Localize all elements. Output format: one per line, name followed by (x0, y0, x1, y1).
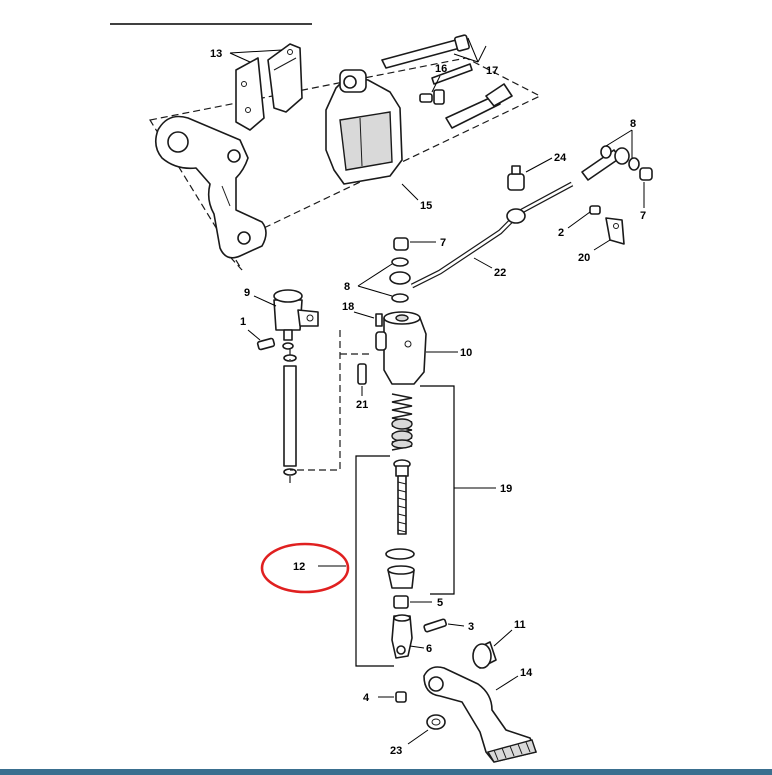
master-cylinder-banjo (389, 237, 411, 303)
leader-2 (567, 211, 591, 229)
leader-11 (493, 629, 513, 647)
leader-17b (467, 37, 479, 63)
caliper-mounting-bracket (154, 115, 267, 259)
pivot-nut (395, 691, 407, 703)
leader-15 (401, 183, 419, 201)
pushrod-group-bracket (355, 455, 394, 667)
leader-17c (477, 45, 487, 63)
bleeder-valve (419, 89, 445, 105)
highlight-circle-12 (260, 542, 350, 594)
leader-8b-1 (357, 263, 393, 287)
dust-boot (387, 565, 415, 589)
callout-3: 3 (468, 621, 474, 633)
callout-12: 12 (293, 561, 305, 573)
brake-light-switch (507, 165, 525, 191)
callout-4: 4 (363, 692, 370, 704)
window-bottom-bar (0, 769, 772, 775)
callout-6: 6 (426, 643, 432, 655)
snap-ring (385, 548, 415, 560)
banjo-fitting-upper (581, 145, 653, 181)
callout-11: 11 (514, 619, 526, 631)
leader-8b-2 (357, 285, 393, 297)
leader-22 (473, 257, 493, 269)
leader-16 (431, 75, 441, 93)
callout-8-center: 8 (344, 281, 350, 293)
callout-8-upper: 8 (630, 118, 636, 130)
callout-7-center: 7 (440, 237, 446, 249)
callout-20: 20 (578, 252, 590, 264)
pedal-bushing (472, 641, 497, 669)
leader-13b (229, 49, 283, 54)
callout-15: 15 (420, 200, 432, 212)
callout-23: 23 (390, 745, 402, 757)
callout-18: 18 (342, 301, 354, 313)
callout-7-right: 7 (640, 210, 646, 222)
brake-line (410, 181, 574, 289)
reservoir-hose (283, 348, 297, 486)
leader-9 (253, 295, 277, 307)
caliper-bolts (381, 34, 473, 85)
callout-16: 16 (435, 63, 447, 75)
callout-9: 9 (244, 287, 250, 299)
bleeder-screw (375, 313, 383, 327)
clevis-bolt (423, 618, 447, 633)
leader-3 (447, 623, 465, 627)
callout-19: 19 (500, 483, 512, 495)
leader-6 (409, 645, 425, 649)
caliper-body (325, 69, 403, 185)
slide-pin (445, 83, 513, 129)
leader-14 (495, 675, 519, 691)
callout-1: 1 (240, 316, 246, 328)
leader-17a (453, 53, 479, 63)
pedal-washer (426, 714, 446, 730)
leader-8a-1 (605, 129, 633, 147)
brake-pads (235, 43, 303, 131)
line-clip (589, 205, 625, 245)
callout-10: 10 (460, 347, 472, 359)
master-cylinder-body (375, 311, 427, 385)
callout-5: 5 (437, 597, 443, 609)
leader-23 (407, 729, 429, 745)
callout-14: 14 (520, 667, 533, 679)
leader-18 (353, 311, 375, 319)
leader-20 (593, 239, 611, 251)
brake-pedal (423, 666, 537, 763)
mounting-screw (357, 363, 367, 385)
rebuild-kit-bracket (420, 385, 455, 595)
callout-13: 13 (210, 48, 222, 60)
callout-22: 22 (494, 267, 506, 279)
callout-21: 21 (356, 399, 368, 411)
piston-cups (391, 418, 413, 449)
callout-2: 2 (558, 227, 564, 239)
leader-24 (525, 157, 553, 173)
leader-1 (247, 329, 261, 341)
pushrod (393, 459, 411, 535)
jam-nut (393, 595, 409, 609)
leader-13a (229, 52, 251, 63)
assembly-guide-lines (290, 330, 372, 471)
reservoir-screw (256, 337, 276, 351)
callout-24: 24 (554, 152, 567, 164)
fluid-reservoir (273, 289, 319, 350)
clevis (391, 614, 413, 659)
callout-17: 17 (486, 65, 498, 77)
